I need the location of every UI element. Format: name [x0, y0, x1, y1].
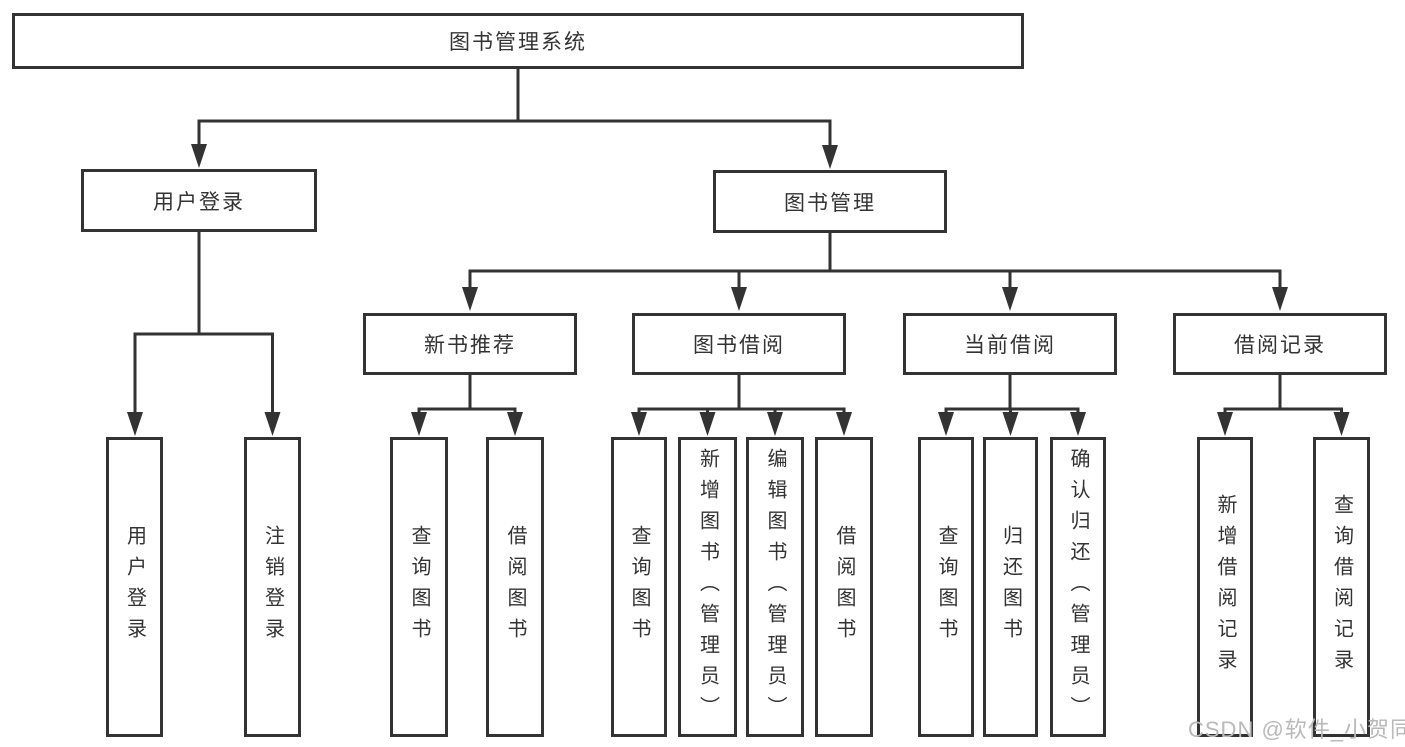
node-label: 新增借阅记录: [1214, 494, 1236, 680]
node-label: 借阅图书: [833, 525, 855, 649]
leaf-query-books-borrowing: 查询图书: [611, 437, 667, 737]
leaf-user-login: 用户登录: [106, 437, 163, 737]
leaf-confirm-return-admin: 确认归还（管理员）: [1050, 437, 1106, 737]
node-label: 当前借阅: [964, 334, 1056, 357]
node-label: 查询图书: [628, 525, 650, 649]
node-library-management-system: 图书管理系统: [12, 13, 1024, 69]
node-label: 图书管理系统: [449, 31, 587, 54]
node-label: 查询借阅记录: [1330, 494, 1353, 680]
node-label: 借阅图书: [504, 525, 526, 649]
node-label: 注销登录: [261, 525, 284, 649]
leaf-return-books: 归还图书: [983, 437, 1038, 737]
node-label: 新增图书（管理员）: [696, 447, 719, 727]
connector-root-to-level2: [191, 69, 838, 169]
node-label: 新书推荐: [424, 334, 516, 357]
node-label: 查询图书: [408, 525, 430, 649]
node-book-management: 图书管理: [713, 170, 947, 233]
connector-book-management-to-level3: [462, 233, 1288, 311]
connector-current-borrowing-to-leaves: [938, 375, 1086, 436]
connector-user-login-to-leaves: [127, 232, 281, 436]
node-label: 借阅记录: [1234, 334, 1326, 357]
node-new-book-recommendation: 新书推荐: [363, 313, 577, 375]
leaf-query-borrow-record: 查询借阅记录: [1313, 437, 1370, 737]
node-user-login: 用户登录: [81, 169, 317, 232]
node-label: 编辑图书（管理员）: [764, 447, 786, 727]
node-label: 用户登录: [153, 190, 245, 214]
node-label: 用户登录: [123, 525, 146, 649]
leaf-query-books-recommend: 查询图书: [390, 437, 448, 737]
node-current-borrowing: 当前借阅: [903, 313, 1117, 375]
node-borrowing-records: 借阅记录: [1173, 313, 1387, 375]
watermark-text: CSDN @软件_小贺同学: [1188, 717, 1405, 742]
leaf-add-book-admin: 新增图书（管理员）: [678, 437, 737, 737]
node-label: 图书管理: [784, 191, 876, 215]
leaf-borrow-books-borrowing: 借阅图书: [815, 437, 873, 737]
leaf-add-borrow-record: 新增借阅记录: [1197, 437, 1253, 737]
leaf-query-books-current: 查询图书: [918, 437, 974, 737]
leaf-borrow-books-recommend: 借阅图书: [486, 437, 544, 737]
connector-borrowing-records-to-leaves: [1217, 375, 1350, 436]
leaf-edit-book-admin: 编辑图书（管理员）: [746, 437, 804, 737]
node-book-borrowing: 图书借阅: [632, 313, 846, 375]
node-label: 确认归还（管理员）: [1067, 447, 1089, 727]
node-label: 图书借阅: [693, 334, 785, 357]
node-label: 查询图书: [935, 525, 957, 649]
leaf-logout: 注销登录: [244, 437, 301, 737]
connector-book-borrowing-to-leaves: [631, 375, 852, 436]
node-label: 归还图书: [999, 525, 1022, 649]
connector-new-book-recommendation-to-leaves: [411, 375, 523, 436]
